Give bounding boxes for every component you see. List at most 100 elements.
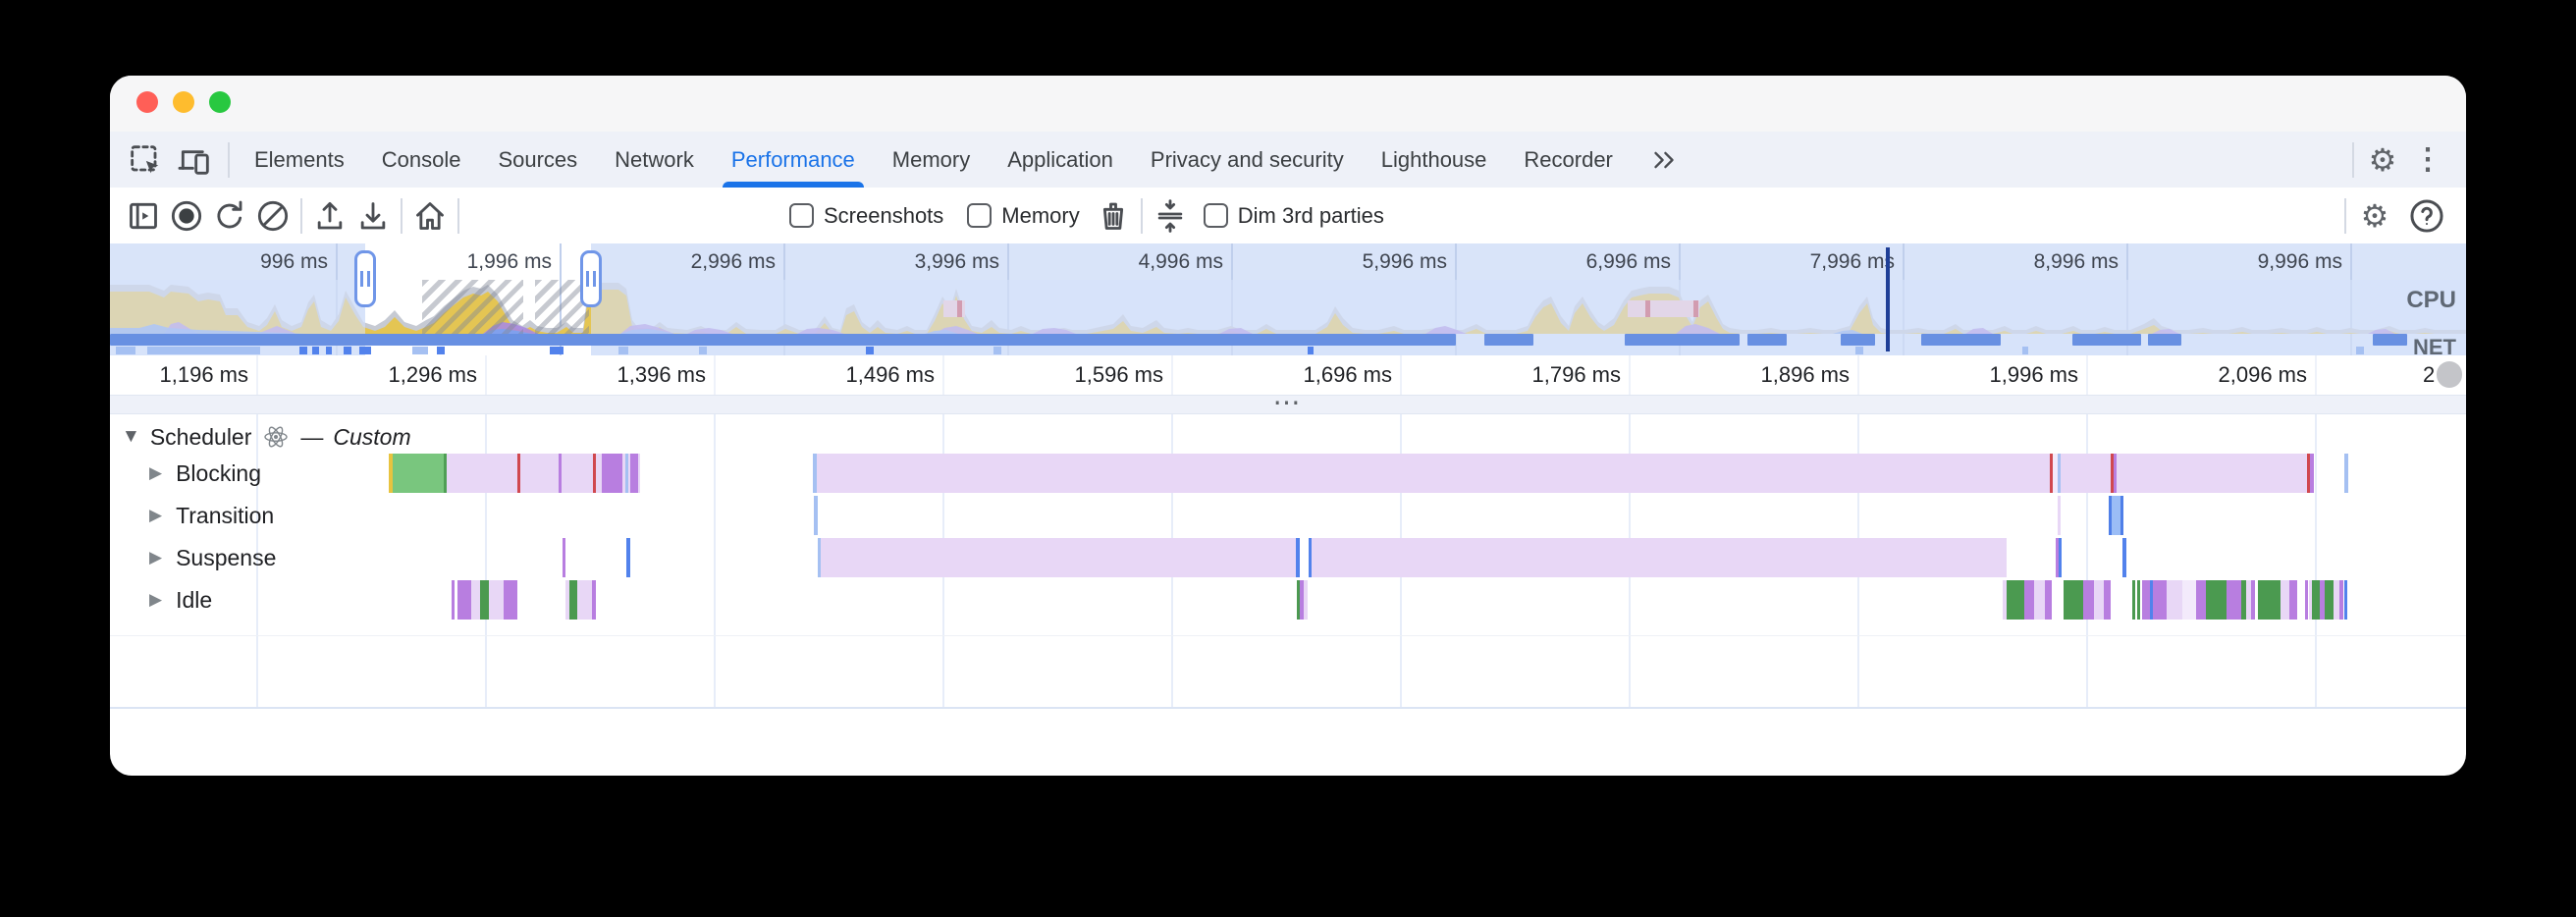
flame-bar[interactable] [2111,454,2114,493]
checkbox-box[interactable] [789,203,814,228]
screenshots-checkbox[interactable]: Screenshots [789,203,943,229]
row-label-blocking[interactable]: ▶Blocking [149,454,261,493]
flame-bar[interactable] [2114,454,2117,493]
flame-bar[interactable] [2056,538,2059,577]
flame-bar[interactable] [1304,580,1308,620]
close-window-button[interactable] [136,91,158,113]
flame-bar[interactable] [2007,580,2024,620]
flame-bar[interactable] [2182,580,2196,620]
flame-bar[interactable] [2094,580,2104,620]
flame-bar[interactable] [2137,580,2140,620]
flame-bar[interactable] [626,538,630,577]
dim-3rd-parties-checkbox[interactable]: Dim 3rd parties [1203,203,1384,229]
overview-window-left-handle[interactable] [354,250,376,307]
expand-triangle-icon[interactable]: ▶ [149,506,163,524]
clear-recording-button[interactable] [251,194,295,238]
flame-bar[interactable] [393,454,447,493]
flame-bar[interactable] [577,580,592,620]
flame-bar[interactable] [592,580,596,620]
flame-bar[interactable] [2132,580,2135,620]
flame-bar[interactable] [2344,454,2348,493]
help-button[interactable] [2405,194,2448,238]
flame-bar[interactable] [593,454,596,493]
flame-bar[interactable] [452,580,455,620]
flame-bar[interactable] [457,580,471,620]
window-titlebar[interactable] [110,76,2466,133]
tab-elements[interactable]: Elements [254,146,345,172]
flame-bar[interactable] [2246,580,2251,620]
flame-bar[interactable] [630,454,638,493]
flame-bar[interactable] [2305,580,2308,620]
flame-bar[interactable] [2083,580,2094,620]
home-button[interactable] [408,194,452,238]
flame-bar[interactable] [2310,454,2314,493]
row-label-idle[interactable]: ▶Idle [149,580,212,620]
flame-bar[interactable] [2339,580,2343,620]
flame-bar[interactable] [2117,454,2307,493]
zoom-window-button[interactable] [209,91,231,113]
collapse-sections-button[interactable] [1149,194,1192,238]
horizontal-scrollbar-thumb[interactable] [2437,361,2462,388]
flame-bar[interactable] [2320,580,2325,620]
flame-bar[interactable] [1300,580,1304,620]
reload-and-record-button[interactable] [208,194,251,238]
tab-memory[interactable]: Memory [891,146,971,172]
flame-bar[interactable] [2307,454,2310,493]
flame-bar[interactable] [2206,580,2227,620]
flame-bar[interactable] [813,454,817,493]
tab-application[interactable]: Application [1007,146,1113,172]
flame-bar[interactable] [569,580,577,620]
inspect-element-button[interactable] [124,138,167,182]
tab-privacy-and-security[interactable]: Privacy and security [1150,146,1344,172]
flame-bar[interactable] [2104,580,2111,620]
flame-bar[interactable] [2142,580,2150,620]
more-tabs-button[interactable] [1632,132,1696,188]
flame-bar[interactable] [480,580,489,620]
flame-bar[interactable] [2109,496,2123,535]
flame-bar[interactable] [1309,538,1312,577]
minimize-window-button[interactable] [173,91,194,113]
tab-sources[interactable]: Sources [498,146,578,172]
flame-bar[interactable] [625,454,628,493]
row-label-suspense[interactable]: ▶Suspense [149,538,276,577]
flame-bar[interactable] [2309,580,2312,620]
flame-bar[interactable] [489,580,504,620]
flame-bar[interactable] [2289,580,2297,620]
flame-bar[interactable] [2334,580,2339,620]
flame-bar[interactable] [2064,580,2083,620]
flame-bar[interactable] [2325,580,2334,620]
flame-bar[interactable] [2196,580,2206,620]
panel-resize-handle[interactable]: ⋯ [110,389,2466,416]
toggle-device-toolbar-button[interactable] [173,138,216,182]
timeline-cursor-line[interactable] [1886,247,1890,351]
flame-bar[interactable] [1297,580,1300,620]
tab-console[interactable]: Console [381,146,461,172]
flame-bar[interactable] [559,454,562,493]
customize-devtools-kebab-icon[interactable]: ⋮ [2413,143,2442,176]
flame-bar[interactable] [389,454,393,493]
flame-bar[interactable] [2153,580,2167,620]
flame-bar[interactable] [2050,454,2053,493]
tab-recorder[interactable]: Recorder [1524,146,1613,172]
flame-bar[interactable] [2344,580,2347,620]
tab-network[interactable]: Network [615,146,694,172]
flame-bar[interactable] [2122,538,2126,577]
tab-lighthouse[interactable]: Lighthouse [1380,146,1487,172]
expand-triangle-icon[interactable]: ▶ [149,590,163,609]
scheduler-track-header[interactable]: ▼Scheduler—Custom [122,420,411,454]
flame-bar[interactable] [2003,580,2007,620]
toggle-sidebar-button[interactable] [122,194,165,238]
flame-bar[interactable] [817,454,2050,493]
checkbox-box[interactable] [1203,203,1228,228]
expand-triangle-icon[interactable]: ▶ [149,548,163,566]
save-profile-button[interactable] [351,194,395,238]
flame-bar[interactable] [504,580,517,620]
flame-bar[interactable] [2150,580,2153,620]
flame-bar[interactable] [818,538,821,577]
flame-bar[interactable] [563,538,565,577]
memory-checkbox[interactable]: Memory [967,203,1080,229]
load-profile-button[interactable] [308,194,351,238]
checkbox-box[interactable] [967,203,993,228]
flame-bar[interactable] [565,580,569,620]
flame-bar[interactable] [517,454,520,493]
